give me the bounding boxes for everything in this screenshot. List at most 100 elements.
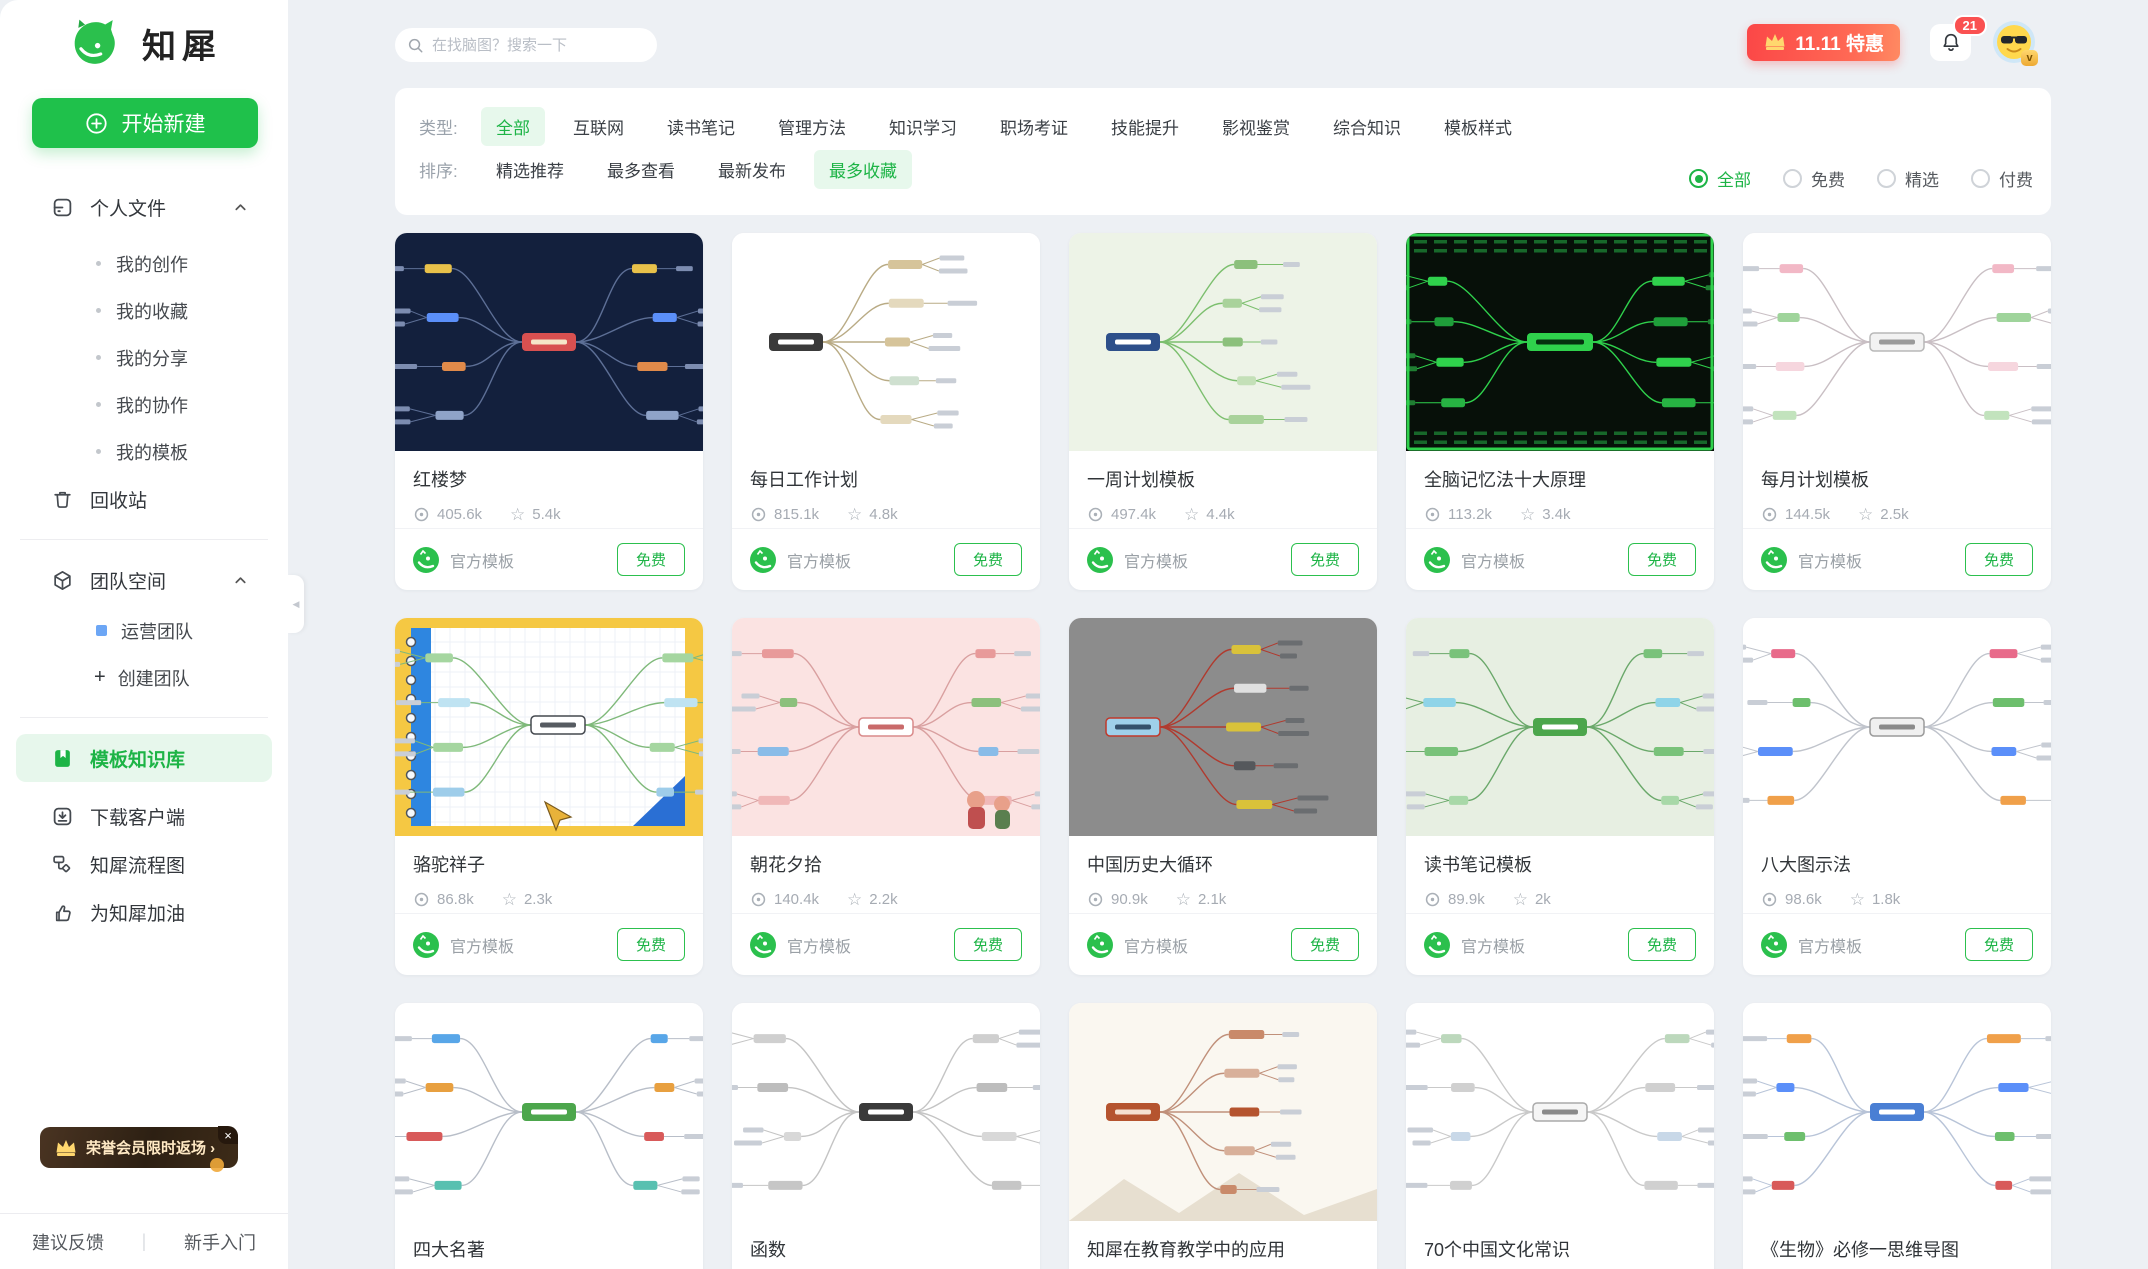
close-icon[interactable]: ×	[218, 1126, 238, 1144]
template-card[interactable]: 每日工作计划 815.1k ☆ 4.8k 官方模板 免费	[732, 233, 1040, 590]
sidebar-subitem[interactable]: 我的协作	[0, 381, 288, 428]
template-card[interactable]: 八大图示法 98.6k ☆ 1.8k 官方模板 免费	[1743, 618, 2051, 975]
sidebar-subitem[interactable]: 我的收藏	[0, 287, 288, 334]
chevron-up-icon[interactable]	[233, 573, 248, 588]
sidebar-item-personal-files[interactable]: 个人文件	[0, 183, 288, 231]
price-radio[interactable]: 免费	[1783, 166, 1845, 191]
template-card[interactable]: 《生物》必修一思维导图	[1743, 1003, 2051, 1269]
template-card[interactable]: 中国历史大循环 90.9k ☆ 2.1k 官方模板 免费	[1069, 618, 1377, 975]
free-badge[interactable]: 免费	[1627, 928, 1696, 961]
member-promo-banner[interactable]: 荣誉会员限时返场 › ×	[40, 1126, 238, 1172]
free-badge[interactable]: 免费	[616, 543, 685, 576]
stars-stat: ☆ 3.4k	[1520, 506, 1571, 523]
beginner-guide-link[interactable]: 新手入门	[184, 1232, 256, 1253]
sort-chip[interactable]: 最多查看	[607, 161, 675, 181]
price-radio[interactable]: 付费	[1971, 166, 2033, 191]
feedback-link[interactable]: 建议反馈	[32, 1232, 104, 1253]
free-badge[interactable]: 免费	[1290, 543, 1359, 576]
sort-chip[interactable]: 最多收藏	[814, 149, 912, 189]
template-card[interactable]: 一周计划模板 497.4k ☆ 4.4k 官方模板 免费	[1069, 233, 1377, 590]
views-count: 140.4k	[774, 891, 820, 908]
views-count: 89.9k	[1448, 891, 1485, 908]
template-card[interactable]: 朝花夕拾 140.4k ☆ 2.2k 官方模板 免费	[732, 618, 1040, 975]
template-thumbnail	[395, 1003, 703, 1221]
sidebar-item-trash[interactable]: 回收站	[0, 475, 288, 523]
type-chip[interactable]: 模板样式	[1444, 118, 1512, 138]
card-author: 官方模板	[1798, 553, 1863, 571]
price-radio[interactable]: 全部	[1689, 166, 1751, 191]
template-thumbnail	[1743, 1003, 2051, 1221]
card-stats: 113.2k ☆ 3.4k	[1424, 506, 1696, 523]
type-chip[interactable]: 全部	[481, 106, 545, 146]
free-badge[interactable]: 免费	[1627, 543, 1696, 576]
type-chip[interactable]: 技能提升	[1111, 118, 1179, 138]
free-badge[interactable]: 免费	[953, 928, 1022, 961]
views-icon	[1425, 507, 1440, 522]
price-radio[interactable]: 精选	[1877, 166, 1939, 191]
free-badge[interactable]: 免费	[1964, 928, 2033, 961]
plus-icon: +	[94, 666, 106, 688]
avatar[interactable]: v	[1993, 21, 2038, 66]
type-chip[interactable]: 互联网	[573, 118, 624, 138]
sidebar-subitem[interactable]: +创建团队	[0, 654, 288, 701]
type-chip[interactable]: 综合知识	[1333, 118, 1401, 138]
sidebar-item-zhixi-flowchart[interactable]: 知犀流程图	[0, 840, 288, 888]
template-card[interactable]: 每月计划模板 144.5k ☆ 2.5k 官方模板 免费	[1743, 233, 2051, 590]
type-chip[interactable]: 知识学习	[889, 118, 957, 138]
official-logo-icon	[750, 931, 776, 958]
sidebar-subitem[interactable]: 我的创作	[0, 240, 288, 287]
sidebar-collapse-handle[interactable]: ◀	[288, 575, 304, 633]
search-input[interactable]	[432, 36, 645, 54]
type-chip[interactable]: 管理方法	[778, 118, 846, 138]
brand[interactable]: 知犀	[70, 18, 288, 68]
template-card[interactable]: 函数	[732, 1003, 1040, 1269]
template-card[interactable]: 读书笔记模板 89.9k ☆ 2k 官方模板 免费	[1406, 618, 1714, 975]
template-card[interactable]: 70个中国文化常识	[1406, 1003, 1714, 1269]
template-card[interactable]: 全脑记忆法十大原理 113.2k ☆ 3.4k 官方模板 免费	[1406, 233, 1714, 590]
template-card[interactable]: 四大名著	[395, 1003, 703, 1269]
chevron-up-icon[interactable]	[233, 200, 248, 215]
sidebar-item-download-client[interactable]: 下载客户端	[0, 792, 288, 840]
brand-name: 知犀	[142, 27, 222, 66]
type-chip[interactable]: 影视鉴赏	[1222, 118, 1290, 138]
sidebar-subitem-label: 我的协作	[116, 395, 188, 416]
notifications-button[interactable]: 21	[1930, 14, 1987, 61]
create-new-button[interactable]: 开始新建	[32, 98, 258, 148]
template-card[interactable]: 知犀在教育教学中的应用	[1069, 1003, 1377, 1269]
free-badge[interactable]: 免费	[616, 928, 685, 961]
views-count: 144.5k	[1785, 506, 1831, 523]
type-chip[interactable]: 读书笔记	[667, 118, 735, 138]
bullet-dot-icon	[96, 308, 101, 313]
card-stats: 497.4k ☆ 4.4k	[1087, 506, 1359, 523]
type-chip[interactable]: 职场考证	[1000, 118, 1068, 138]
free-badge[interactable]: 免费	[1964, 543, 2033, 576]
official-logo-icon	[750, 546, 776, 573]
template-card[interactable]: 骆驼祥子 86.8k ☆ 2.3k 官方模板 免费	[395, 618, 703, 975]
views-icon	[1762, 892, 1777, 907]
sidebar-subitem-label: 我的模板	[116, 442, 188, 463]
sale-badge[interactable]: 11.11 特惠	[1747, 23, 1900, 61]
zhixi-logo-icon	[74, 19, 115, 64]
stars-stat: ☆ 2.5k	[1858, 506, 1909, 523]
star-icon: ☆	[847, 505, 863, 524]
sidebar-subitem[interactable]: 我的模板	[0, 428, 288, 475]
radio-icon	[1689, 169, 1708, 188]
type-chips: 全部 互联网 读书笔记 管理方法 知识学习 职场考证 技能提升 影视鉴赏 综合知识 模板样式	[481, 106, 1540, 146]
free-badge[interactable]: 免费	[953, 543, 1022, 576]
sidebar-item-label: 为知犀加油	[90, 903, 186, 925]
card-info: 全脑记忆法十大原理 113.2k ☆ 3.4k	[1406, 451, 1714, 528]
sidebar-subitem[interactable]: 我的分享	[0, 334, 288, 381]
sidebar-subitem[interactable]: 运营团队	[0, 607, 288, 654]
sidebar-item-template-library[interactable]: 模板知识库	[16, 734, 272, 782]
template-card[interactable]: 红楼梦 405.6k ☆ 5.4k 官方模板 免费	[395, 233, 703, 590]
free-badge[interactable]: 免费	[1290, 928, 1359, 961]
card-title: 读书笔记模板	[1424, 855, 1532, 875]
like-icon	[52, 902, 73, 923]
sort-chip[interactable]: 最新发布	[718, 161, 786, 181]
card-title: 每日工作计划	[750, 470, 858, 490]
sidebar-item-team-space[interactable]: 团队空间	[0, 556, 288, 604]
sidebar: 知犀 开始新建 个人文件 我的创作我的收藏我的分享我的协作我的模板 回收站 团队…	[0, 0, 288, 1269]
sort-chip[interactable]: 精选推荐	[496, 161, 564, 181]
sidebar-item-cheer-zhixi[interactable]: 为知犀加油	[0, 888, 288, 936]
views-icon	[414, 892, 429, 907]
